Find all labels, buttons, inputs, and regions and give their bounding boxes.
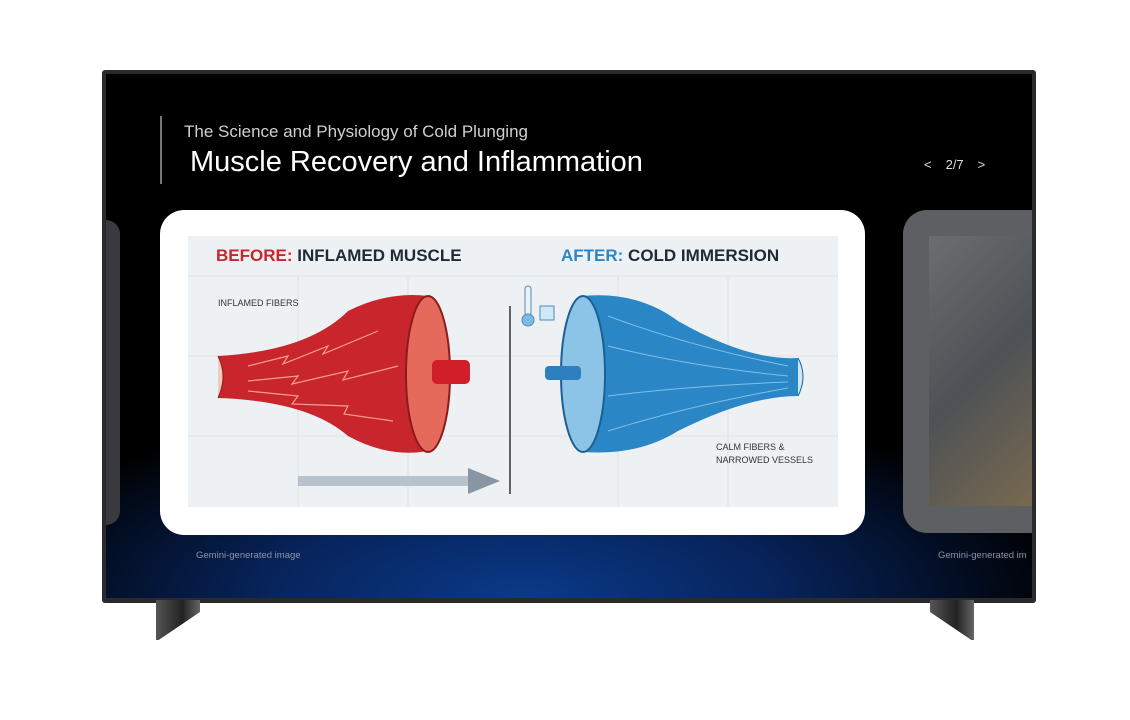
before-heading: BEFORE: INFLAMED MUSCLE xyxy=(216,246,462,265)
inflamed-muscle-graphic xyxy=(217,295,470,453)
muscle-illustration: BEFORE: INFLAMED MUSCLE AFTER: COLD IMME… xyxy=(188,236,838,507)
slide-counter: 2/7 xyxy=(945,157,964,172)
next-image-caption: Gemini-generated im xyxy=(938,550,1027,561)
tv-screen: The Science and Physiology of Cold Plung… xyxy=(106,74,1032,598)
slide-title: Muscle Recovery and Inflammation xyxy=(190,146,643,178)
next-slide-button[interactable]: > xyxy=(977,157,986,172)
slide-pager: < 2/7 > xyxy=(924,157,985,172)
thermometer-ice-icon xyxy=(521,285,555,327)
next-slide-image xyxy=(929,236,1032,506)
tv-frame: The Science and Physiology of Cold Plung… xyxy=(102,70,1036,603)
previous-slide-card[interactable] xyxy=(106,220,120,525)
image-caption: Gemini-generated image xyxy=(196,550,301,561)
next-slide-card[interactable] xyxy=(903,210,1032,533)
slide-subtitle: The Science and Physiology of Cold Plung… xyxy=(184,122,528,141)
calm-fibers-label-1: CALM FIBERS & xyxy=(716,442,785,452)
title-accent-bar xyxy=(160,116,162,184)
transition-arrow-icon xyxy=(298,468,500,494)
calm-muscle-graphic xyxy=(545,295,804,453)
inflamed-fibers-label: INFLAMED FIBERS xyxy=(218,298,299,308)
slide-image-card: BEFORE: INFLAMED MUSCLE AFTER: COLD IMME… xyxy=(160,210,865,535)
calm-fibers-label-2: NARROWED VESSELS xyxy=(716,455,813,465)
tv-stand-right xyxy=(930,600,974,640)
after-heading: AFTER: COLD IMMERSION xyxy=(561,246,779,265)
prev-slide-button[interactable]: < xyxy=(924,157,932,172)
tv-stand-left xyxy=(156,600,200,640)
